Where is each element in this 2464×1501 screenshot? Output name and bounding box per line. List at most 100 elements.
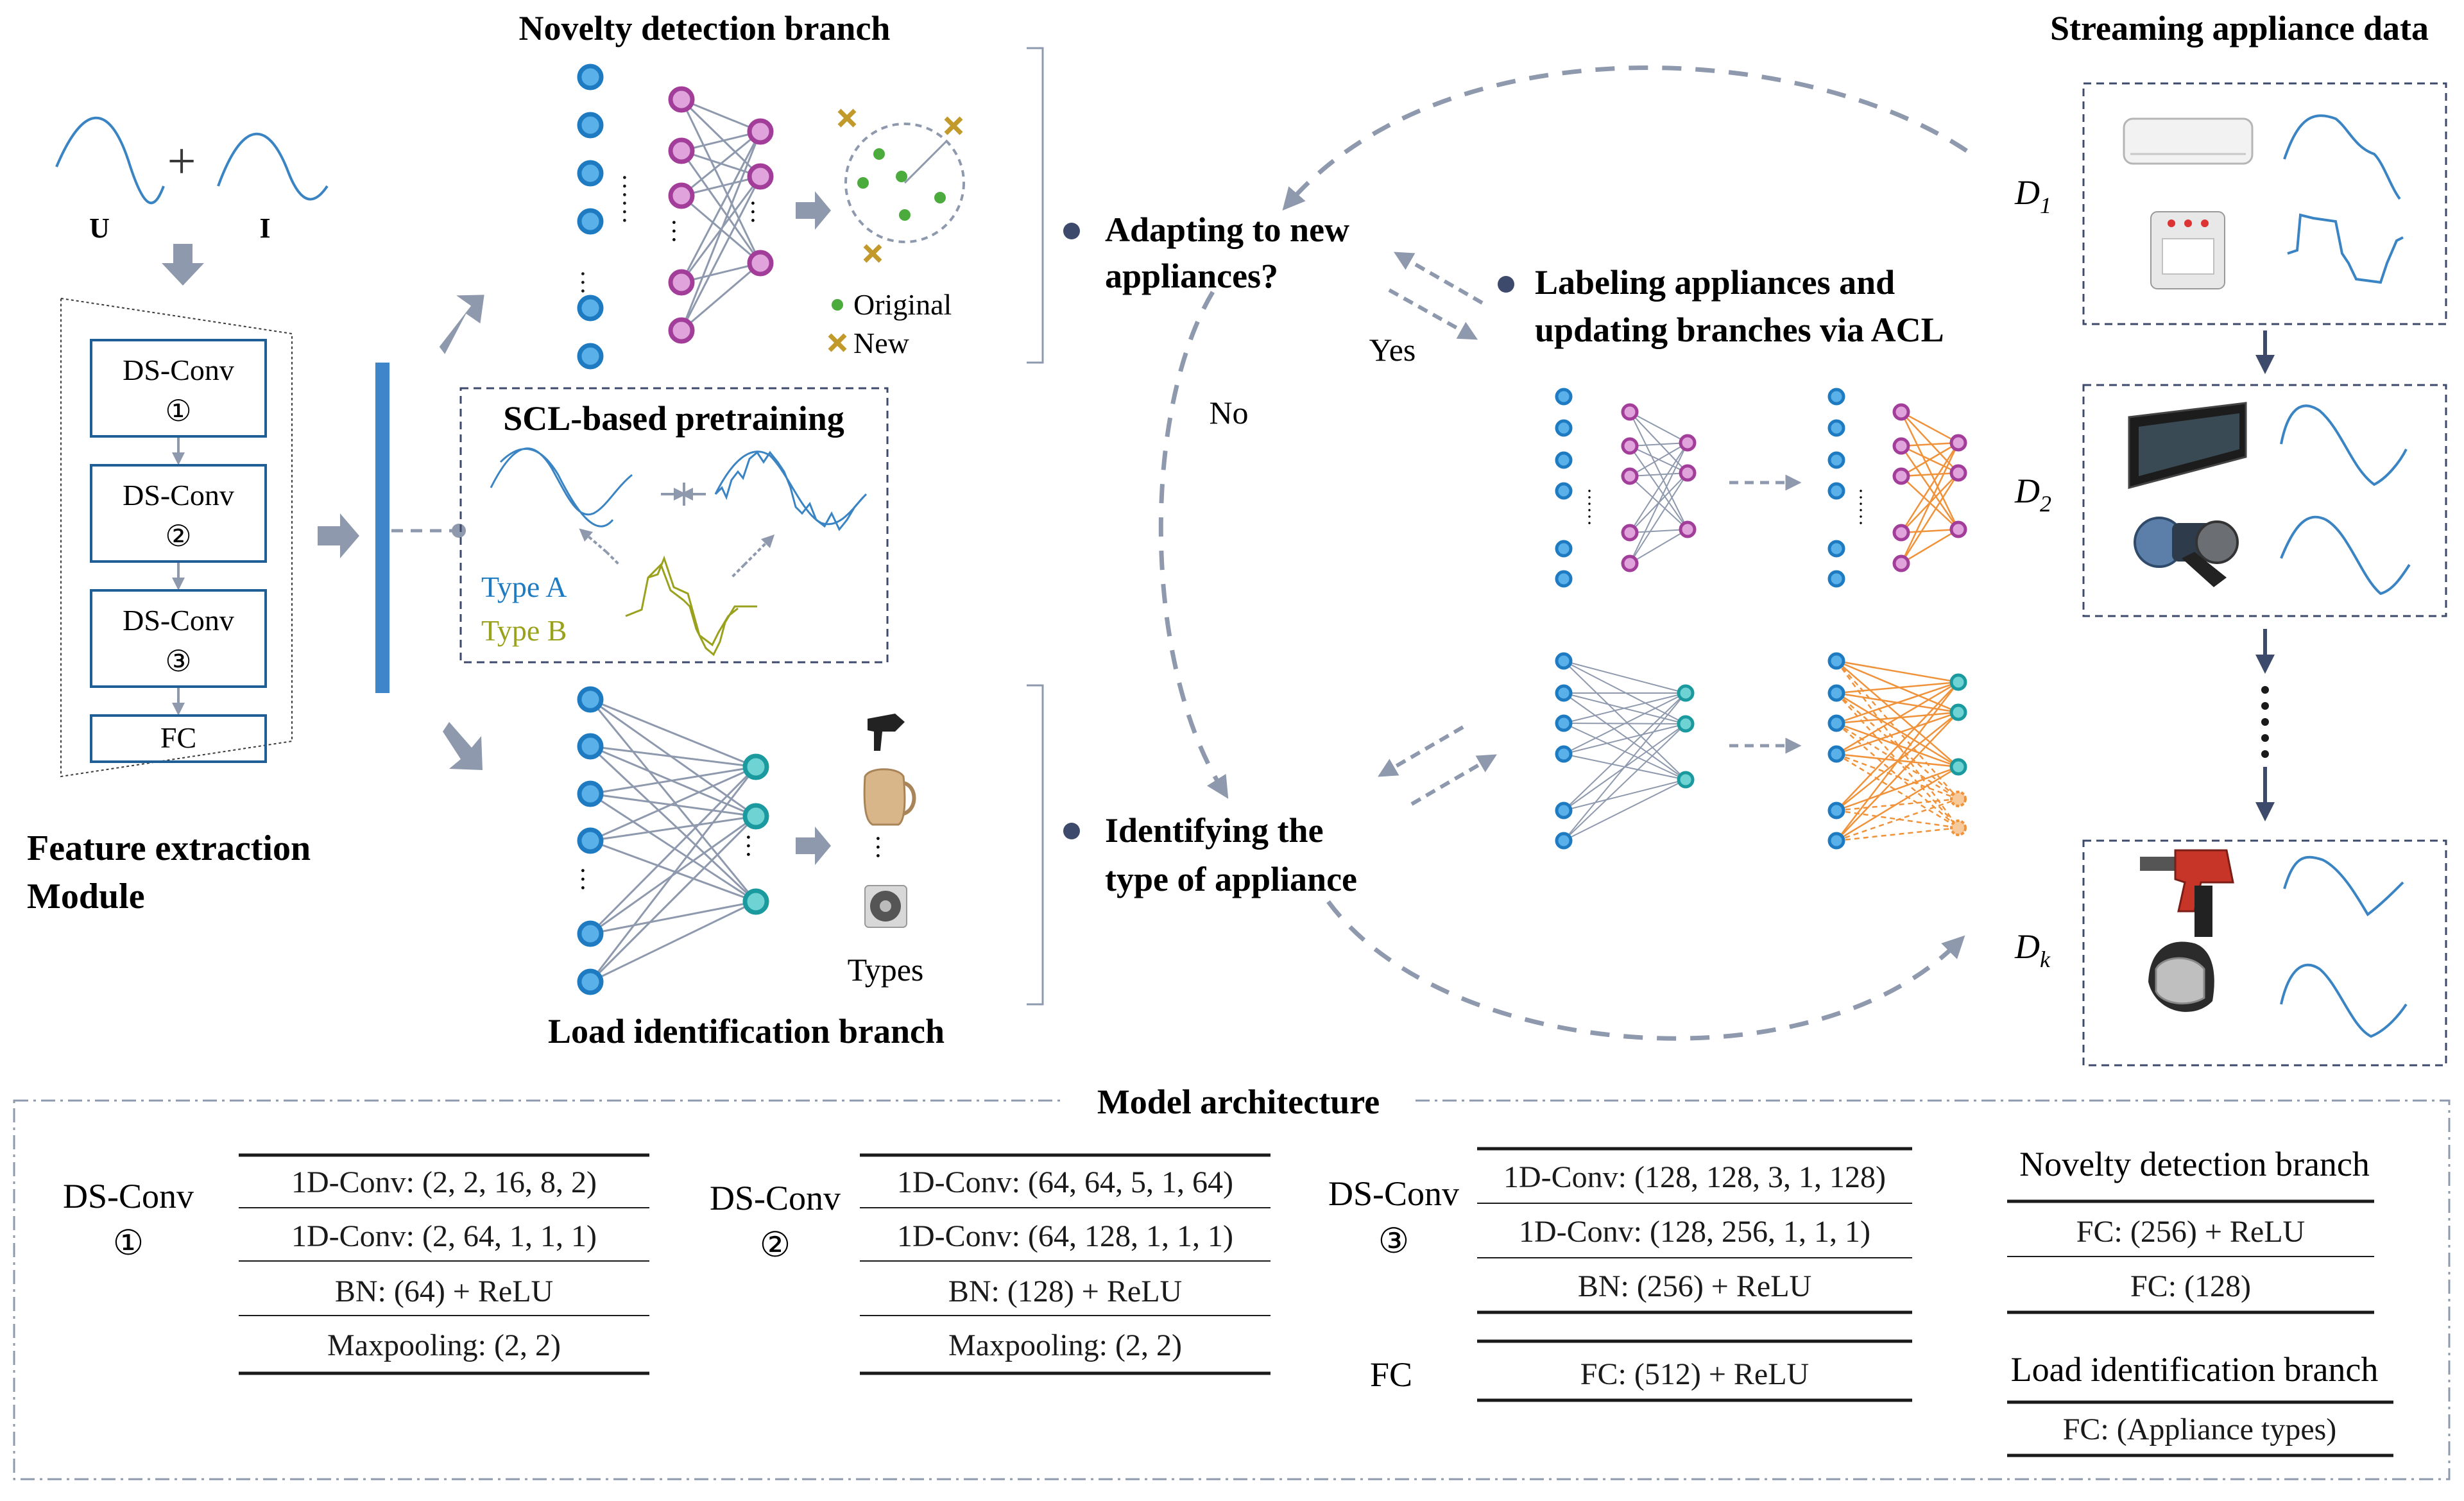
ellipsis-vertical: … <box>576 866 605 892</box>
labeling-text-1: Labeling appliances and <box>1535 263 1895 302</box>
d1-wave-2 <box>2287 213 2404 284</box>
branch-bracket <box>1027 47 1044 364</box>
dk-label: Dk <box>2014 927 2051 972</box>
scl-pretraining-box: SCL-based pretraining Type A Type B <box>459 387 889 664</box>
ds3-row: 1D-Conv: (128, 128, 3, 1, 128) <box>1503 1160 1886 1194</box>
ellipsis-vertical: … <box>871 834 900 860</box>
architecture-title: Model architecture <box>1097 1083 1380 1121</box>
ds2-name: DS-Conv <box>710 1179 841 1217</box>
type-a-wave-1 <box>490 447 633 527</box>
loop-arrow-top <box>1282 65 1968 211</box>
ds-conv-2-block <box>90 464 267 563</box>
bench-grinder-icon <box>2134 517 2239 587</box>
decision-flow: Adapting to new appliances? Identifying … <box>1063 65 1968 1041</box>
feature-extraction-module: + U I DS-Conv ① DS-Conv ② DS-Conv ③ FC F… <box>27 116 329 916</box>
model-architecture: Model architecture DS-Conv ① 1D-Conv: (2… <box>13 1083 2451 1480</box>
ds1-row: 1D-Conv: (2, 64, 1, 1, 1) <box>291 1219 597 1253</box>
air-conditioner-icon <box>2123 117 2254 165</box>
scl-connector-dot <box>452 524 466 538</box>
architecture-title-bg <box>1065 1085 1412 1117</box>
identify-arrow-out <box>1410 754 1497 806</box>
ds-conv-2-label: DS-Conv <box>123 479 234 511</box>
novelty-input-nodes <box>577 64 604 370</box>
novelty-hidden-nodes <box>668 86 774 344</box>
drill-icon <box>2140 849 2234 937</box>
ds2-row: BN: (128) + ReLU <box>948 1274 1182 1308</box>
ellipsis-vertical: …… <box>1856 488 1877 526</box>
ds3-row: 1D-Conv: (128, 256, 1, 1, 1) <box>1519 1215 1870 1249</box>
acl-novelty-nets: …… …… <box>1555 388 1967 588</box>
kettle-icon <box>863 768 916 826</box>
no-arrow <box>1158 291 1229 799</box>
legend-new-label: New <box>853 327 910 359</box>
ellipsis-vertical: … <box>576 270 605 295</box>
identifying-text-2: type of appliance <box>1105 860 1357 898</box>
ds1-row: BN: (64) + ReLU <box>335 1274 553 1308</box>
novelty-arch-name: Novelty detection branch <box>2019 1145 2370 1183</box>
legend-original-dot <box>832 299 843 311</box>
module-title-1: Feature extraction <box>27 828 311 868</box>
legend-original-label: Original <box>853 288 952 321</box>
yes-arrow <box>1388 288 1478 340</box>
load-identification-branch: … … … Types Load identification branch <box>548 684 1044 1051</box>
adapting-question-2: appliances? <box>1105 257 1278 295</box>
load-arch-name: Load identification branch <box>2011 1350 2379 1389</box>
fc-name: FC <box>1370 1355 1412 1394</box>
ds1-row: Maxpooling: (2, 2) <box>327 1328 561 1362</box>
arrow-to-novelty <box>439 295 484 354</box>
bullet-dot <box>1063 823 1080 839</box>
identify-arrow-in <box>1378 725 1464 777</box>
fc-block <box>90 714 267 763</box>
voltage-wave-icon <box>55 116 165 205</box>
scl-title: SCL-based pretraining <box>503 399 844 438</box>
original-points <box>857 148 946 221</box>
load-input-nodes <box>577 686 604 995</box>
module-trapezoid <box>60 297 293 778</box>
bullet-dot <box>1498 276 1514 293</box>
plus-sign: + <box>167 133 196 190</box>
type-b-wave <box>625 555 757 656</box>
dk-wave-2 <box>2280 963 2408 1038</box>
ds-conv-1-mark: ① <box>165 395 191 427</box>
novelty-detection-branch: Novelty detection branch … …… … … <box>519 9 1044 370</box>
dk-wave-1 <box>2283 855 2404 916</box>
ds-conv-1-block <box>90 339 267 438</box>
heater-icon <box>2150 211 2225 289</box>
floodlight-icon <box>2148 941 2214 1012</box>
ds1-name: DS-Conv <box>63 1177 194 1215</box>
right-arrow-icon <box>318 513 359 558</box>
type-a-wave-2-noise <box>714 450 864 531</box>
load-output-nodes <box>742 753 769 915</box>
d2-box <box>2082 384 2447 617</box>
load-arch-row: FC: (Appliance types) <box>2063 1412 2337 1446</box>
branch-bracket <box>1027 684 1044 1006</box>
loop-arrow-bottom <box>1326 900 1965 1041</box>
novelty-radius <box>903 140 948 184</box>
right-arrow-icon <box>796 827 831 865</box>
hair-dryer-icon <box>868 714 905 751</box>
novelty-arch-row: FC: (256) + ReLU <box>2076 1215 2305 1249</box>
fc-row: FC: (512) + ReLU <box>1580 1357 1809 1391</box>
new-points <box>837 108 963 263</box>
ds2-row: Maxpooling: (2, 2) <box>948 1328 1182 1362</box>
legend-new-marker <box>828 333 847 352</box>
type-b-label: Type B <box>481 614 567 647</box>
novelty-arch-row: FC: (128) <box>2130 1269 2251 1303</box>
d1-wave-1 <box>2283 114 2401 200</box>
ds3-row: BN: (256) + ReLU <box>1578 1269 1811 1303</box>
new-output-nodes <box>1950 791 1967 836</box>
current-wave-icon <box>217 132 329 201</box>
streaming-title: Streaming appliance data <box>2050 9 2429 47</box>
ds3-name: DS-Conv <box>1328 1174 1459 1213</box>
type-a-label: Type A <box>481 570 567 603</box>
novelty-boundary-circle <box>844 123 965 243</box>
i-label: I <box>259 212 270 244</box>
yes-label: Yes <box>1369 332 1416 368</box>
identifying-text-1: Identifying the <box>1105 811 1324 850</box>
types-label: Types <box>848 952 924 988</box>
down-arrow-icon <box>162 244 204 286</box>
feedback-arrow <box>1394 252 1484 305</box>
ds1-row: 1D-Conv: (2, 2, 16, 8, 2) <box>291 1165 597 1199</box>
d2-label: D2 <box>2014 472 2051 517</box>
novelty-net-edges <box>680 98 762 332</box>
